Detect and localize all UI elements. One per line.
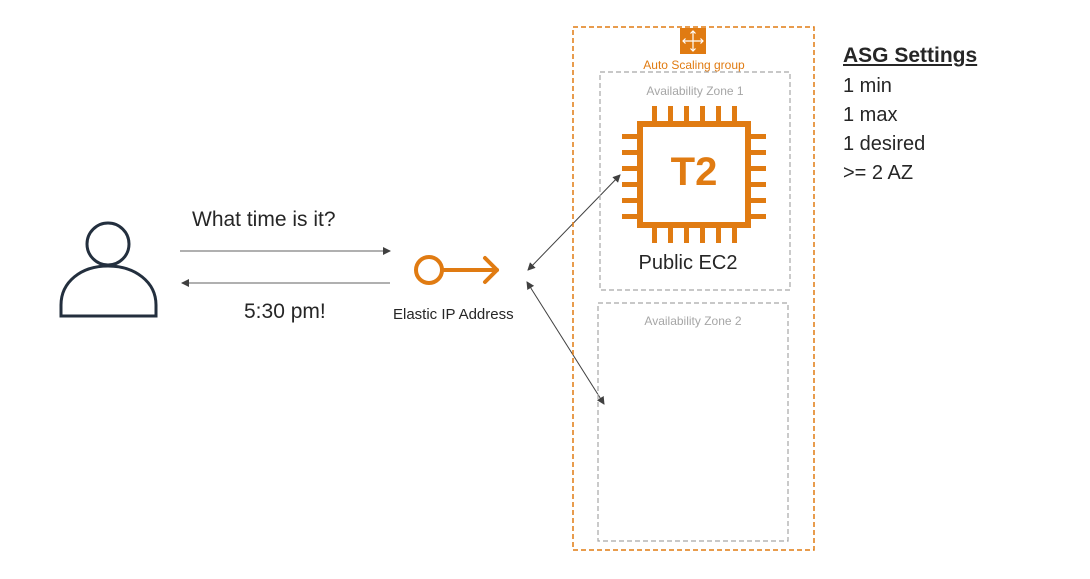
cpu-chip-icon: [622, 106, 766, 243]
availability-zone-1-boundary: [599, 71, 791, 291]
availability-zone-1-label: Availability Zone 1: [646, 84, 744, 98]
request-label: What time is it?: [192, 208, 336, 231]
auto-scaling-group-label: Auto Scaling group: [643, 58, 745, 72]
connection-to-az1: [527, 174, 621, 271]
response-label: 5:30 pm!: [244, 300, 326, 323]
setting-desired: 1 desired: [843, 133, 926, 155]
setting-min: 1 min: [843, 75, 892, 97]
asg-settings-title: ASG Settings: [843, 44, 978, 67]
ec2-instance-label: Public EC2: [638, 252, 738, 274]
setting-max: 1 max: [843, 104, 898, 126]
availability-zone-2-boundary: [597, 302, 789, 542]
asg-settings-panel: ASG Settings 1 min 1 max 1 desired >= 2 …: [843, 42, 977, 188]
availability-zone-2-label: Availability Zone 2: [644, 314, 742, 328]
auto-scaling-icon: [680, 28, 706, 54]
auto-scaling-group-boundary: [572, 26, 815, 551]
user-icon: [59, 221, 158, 318]
elastic-ip-label: Elastic IP Address: [393, 306, 514, 323]
setting-az: >= 2 AZ: [843, 162, 914, 184]
connection-to-az2: [526, 281, 605, 405]
elastic-ip-icon: [414, 255, 499, 285]
instance-type-label: T2: [670, 150, 718, 194]
